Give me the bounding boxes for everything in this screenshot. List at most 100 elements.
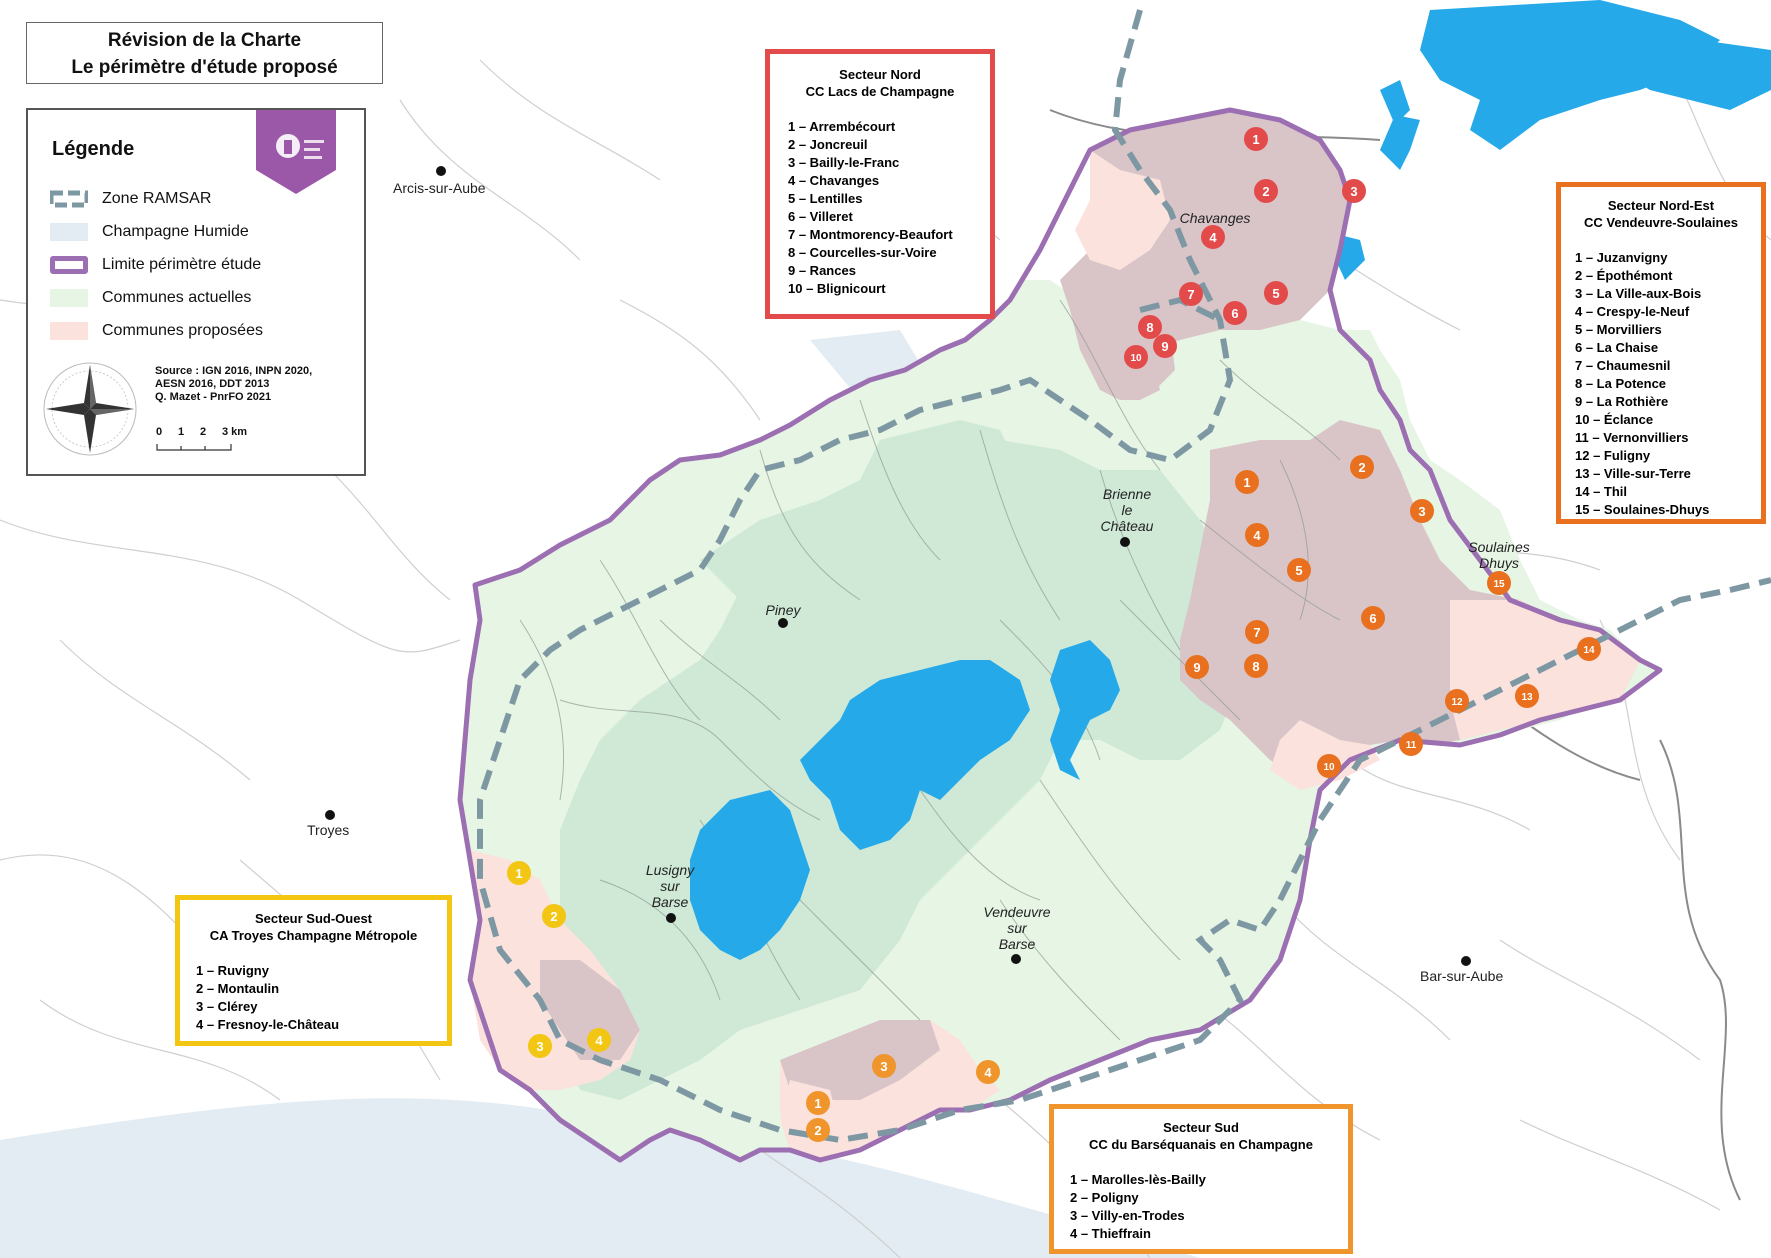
marker-northeast-11[interactable]: 11 [1399, 732, 1423, 756]
scale-tick-2: 2 [200, 426, 207, 438]
marker-north-10[interactable]: 10 [1124, 345, 1148, 369]
marker-northeast-15[interactable]: 15 [1487, 571, 1511, 595]
place-lusigny-line1: Lusigny [645, 862, 695, 878]
svg-text:10: 10 [1130, 353, 1142, 364]
color-swatch [50, 223, 88, 241]
marker-northeast-1[interactable]: 1 [1235, 470, 1259, 494]
legend-label: Champagne Humide [102, 223, 249, 240]
town-dots [325, 166, 1471, 966]
svg-text:2: 2 [550, 909, 557, 924]
map-title-line1: Révision de la Charte [107, 30, 302, 51]
marker-northeast-4[interactable]: 4 [1245, 523, 1269, 547]
marker-north-1[interactable]: 1 [1244, 127, 1268, 151]
place-brienne-line3: Château [1100, 518, 1154, 534]
marker-northeast-5[interactable]: 5 [1287, 558, 1311, 582]
marker-south-4[interactable]: 4 [976, 1060, 1000, 1084]
marker-north-5[interactable]: 5 [1264, 281, 1288, 305]
sector-south-subtitle: CC du Barséquanais en Champagne [1089, 1137, 1313, 1152]
legend-item-communes-proposees: Communes proposées [50, 319, 263, 343]
marker-south-1[interactable]: 1 [806, 1091, 830, 1115]
svg-text:10: 10 [1323, 762, 1335, 773]
marker-southwest-3[interactable]: 3 [528, 1034, 552, 1058]
lake-foret-orient [800, 660, 1030, 850]
markers-north: 1 2 3 4 5 6 7 8 9 10 [1124, 127, 1366, 369]
list-item: 3 – La Ville-aux-Bois [1575, 286, 1702, 301]
marker-northeast-7[interactable]: 7 [1245, 620, 1269, 644]
place-brienne: Brienne le Château [1087, 486, 1167, 534]
sector-northeast-subtitle: CC Vendeuvre-Soulaines [1584, 215, 1738, 230]
sector-north-box: Secteur Nord CC Lacs de Champagne 1 – Ar… [765, 49, 995, 319]
legend-item-communes-actuelles: Communes actuelles [50, 286, 251, 310]
list-item: 10 – Blignicourt [788, 281, 886, 296]
list-item: 3 – Clérey [196, 999, 258, 1014]
list-item: 12 – Fuligny [1575, 448, 1651, 463]
svg-text:6: 6 [1231, 306, 1238, 321]
champagne-humide-area [0, 1098, 1200, 1258]
lake-amance [1050, 640, 1120, 780]
marker-south-2[interactable]: 2 [806, 1118, 830, 1142]
source-line: Source : IGN 2016, INPN 2020, [155, 365, 313, 377]
marker-northeast-3[interactable]: 3 [1410, 499, 1434, 523]
svg-text:5: 5 [1295, 563, 1302, 578]
marker-southwest-1[interactable]: 1 [507, 861, 531, 885]
marker-northeast-9[interactable]: 9 [1185, 655, 1209, 679]
markers-southwest: 1 2 3 4 [507, 861, 611, 1058]
marker-northeast-12[interactable]: 12 [1445, 689, 1469, 713]
sector-southwest-title: Secteur Sud-Ouest [254, 911, 373, 926]
list-item: 9 – La Rothière [1575, 394, 1669, 409]
svg-text:15: 15 [1493, 579, 1505, 590]
marker-southwest-2[interactable]: 2 [542, 904, 566, 928]
list-item: 1 – Arrembécourt [788, 119, 896, 134]
marker-southwest-4[interactable]: 4 [587, 1028, 611, 1052]
markers-northeast: 1 2 3 4 5 6 7 8 9 10 11 12 13 14 15 [1185, 455, 1601, 778]
list-item: 1 – Ruvigny [196, 963, 269, 978]
place-brienne-line2: le [1121, 502, 1133, 518]
marker-northeast-8[interactable]: 8 [1244, 654, 1268, 678]
legend-label: Communes actuelles [102, 289, 252, 306]
place-piney: Piney [765, 602, 801, 618]
list-item: 3 – Bailly-le-Franc [788, 155, 900, 170]
list-item: 13 – Ville-sur-Terre [1575, 466, 1691, 481]
svg-text:1: 1 [1243, 475, 1250, 490]
svg-text:9: 9 [1161, 339, 1168, 354]
place-lusigny: Lusigny sur Barse [628, 862, 712, 910]
sector-southwest-subtitle: CA Troyes Champagne Métropole [209, 928, 418, 943]
sector-south-list: 1 – Marolles-lès-Bailly 2 – Poligny 3 – … [1054, 1171, 1348, 1243]
marker-northeast-14[interactable]: 14 [1577, 637, 1601, 661]
marker-north-9[interactable]: 9 [1153, 334, 1177, 358]
svg-text:1: 1 [515, 866, 522, 881]
svg-text:3: 3 [1350, 184, 1357, 199]
list-item: 6 – Villeret [788, 209, 853, 224]
proposed-communes-southwest [540, 960, 640, 1060]
marker-north-6[interactable]: 6 [1223, 301, 1247, 325]
svg-text:6: 6 [1369, 611, 1376, 626]
source-line: AESN 2016, DDT 2013 [155, 378, 270, 390]
marker-northeast-2[interactable]: 2 [1350, 455, 1374, 479]
marker-northeast-13[interactable]: 13 [1515, 684, 1539, 708]
scale-tick-3: 3 km [222, 426, 248, 438]
list-item: 4 – Thieffrain [1070, 1226, 1151, 1241]
water-body [1600, 40, 1771, 110]
marker-northeast-10[interactable]: 10 [1317, 754, 1341, 778]
list-item: 7 – Chaumesnil [1575, 358, 1671, 373]
marker-south-3[interactable]: 3 [872, 1054, 896, 1078]
markers-south: 1 2 3 4 [806, 1054, 1000, 1142]
marker-north-2[interactable]: 2 [1254, 179, 1278, 203]
list-item: 15 – Soulaines-Dhuys [1575, 502, 1710, 517]
map-title-line2: Le périmètre d'étude proposé [71, 57, 338, 78]
color-swatch [50, 322, 88, 340]
legend-item-ramsar: Zone RAMSAR [50, 187, 211, 211]
list-item: 14 – Thil [1575, 484, 1628, 499]
scale-tick-1: 1 [178, 426, 185, 438]
svg-text:2: 2 [1262, 184, 1269, 199]
marker-north-4[interactable]: 4 [1201, 225, 1225, 249]
marker-northeast-6[interactable]: 6 [1361, 606, 1385, 630]
source-credits: Source : IGN 2016, INPN 2020, AESN 2016,… [155, 365, 365, 404]
marker-north-7[interactable]: 7 [1179, 282, 1203, 306]
list-item: 8 – La Potence [1575, 376, 1667, 391]
proposed-communes-north [1100, 290, 1175, 395]
marker-north-3[interactable]: 3 [1342, 179, 1366, 203]
marker-north-8[interactable]: 8 [1138, 315, 1162, 339]
color-swatch [50, 289, 88, 307]
place-brienne-line1: Brienne [1102, 486, 1152, 502]
